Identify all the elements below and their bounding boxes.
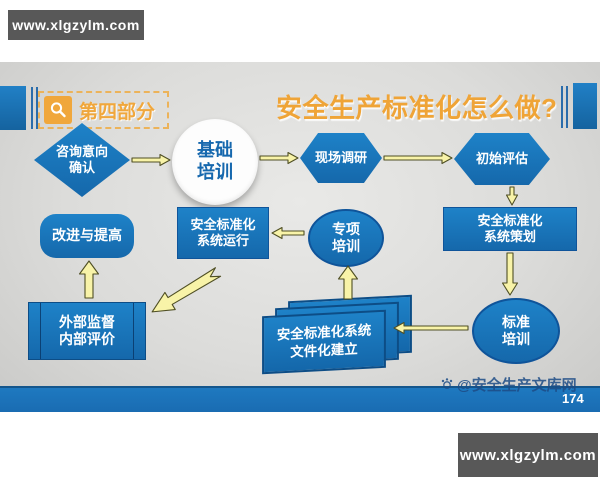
decor-right-lines xyxy=(561,86,568,128)
arrow-basic-to-site xyxy=(259,151,299,165)
magnifier-icon xyxy=(44,96,72,124)
page-number: 174 xyxy=(562,391,584,406)
predefined-process-line xyxy=(133,303,134,359)
node-label: 安全标准化 xyxy=(190,216,256,232)
node-label: 初始评估 xyxy=(475,150,528,166)
node-label: 外部监督 xyxy=(59,313,115,330)
flow-node-site-survey: 现场调研 xyxy=(300,133,382,183)
header-badge: 第四部分 xyxy=(38,91,170,129)
node-label: 安全标准化 xyxy=(477,212,543,228)
node-label: 咨询意向 xyxy=(55,143,108,159)
flow-node-system-plan: 安全标准化 系统策划 xyxy=(443,207,577,251)
flow-node-standard-training: 标准 培训 xyxy=(472,298,560,364)
decor-left-lines xyxy=(31,87,38,129)
arrow-site-to-initial xyxy=(383,151,453,165)
node-label: 确认 xyxy=(68,160,95,175)
footer-credit: @安全生产文库网 xyxy=(440,374,577,395)
flow-node-documentation: 安全标准化系统 文件化建立 xyxy=(262,294,416,386)
footer-bar xyxy=(0,386,600,412)
flow-node-basic-training: 基础 培训 xyxy=(172,119,258,205)
flow-node-initial-evaluation: 初始评估 xyxy=(454,133,550,185)
watermark-text: www.xlgzylm.com xyxy=(459,446,597,464)
predefined-process-line xyxy=(40,303,41,359)
arrow-external-to-improve xyxy=(78,260,100,299)
bottom-watermark-box: www.xlgzylm.com xyxy=(458,433,598,477)
arrow-plan-to-standard xyxy=(501,252,519,296)
flow-node-improve: 改进与提高 xyxy=(40,214,134,258)
flow-node-consult: 咨询意向 确认 xyxy=(34,123,130,197)
node-label: 改进与提高 xyxy=(52,227,122,244)
node-label: 专项 xyxy=(332,220,360,237)
node-label: 基础 xyxy=(197,140,233,161)
node-label: 现场调研 xyxy=(314,149,367,165)
decor-right-bar xyxy=(573,83,597,129)
flow-node-external-review: 外部监督 内部评价 xyxy=(28,302,146,360)
flow-node-system-run: 安全标准化 系统运行 xyxy=(177,207,269,259)
flow-node-special-training: 专项 培训 xyxy=(308,209,384,267)
node-label: 培训 xyxy=(197,162,233,182)
stacked-doc-front: 安全标准化系统 文件化建立 xyxy=(262,309,386,375)
decor-left-bar xyxy=(0,86,26,130)
node-label: 系统运行 xyxy=(196,233,249,248)
arrow-run-to-external xyxy=(151,267,222,313)
node-label: 标准 xyxy=(502,313,530,330)
arrow-consult-to-basic xyxy=(131,153,171,167)
footer-credit-text: @安全生产文库网 xyxy=(457,377,577,394)
arrow-initial-to-plan xyxy=(505,186,519,206)
top-watermark-box: www.xlgzylm.com xyxy=(8,10,144,40)
badge-label: 第四部分 xyxy=(79,101,156,123)
node-label: 文件化建立 xyxy=(290,341,358,360)
node-label: 内部评价 xyxy=(59,331,115,347)
arrow-special-to-run xyxy=(271,226,305,240)
node-label: 培训 xyxy=(502,331,530,347)
slide-canvas: 第四部分 安全生产标准化怎么做? 咨询意向 确认 基础 培训 现场调研 初始评估… xyxy=(0,62,600,412)
slide-title: 安全生产标准化怎么做? xyxy=(276,93,558,123)
node-label: 系统策划 xyxy=(483,229,536,244)
watermark-text: www.xlgzylm.com xyxy=(12,17,140,33)
wenku-paw-icon xyxy=(440,376,454,394)
node-label: 培训 xyxy=(332,238,360,254)
arrow-docs-to-special xyxy=(337,265,359,300)
